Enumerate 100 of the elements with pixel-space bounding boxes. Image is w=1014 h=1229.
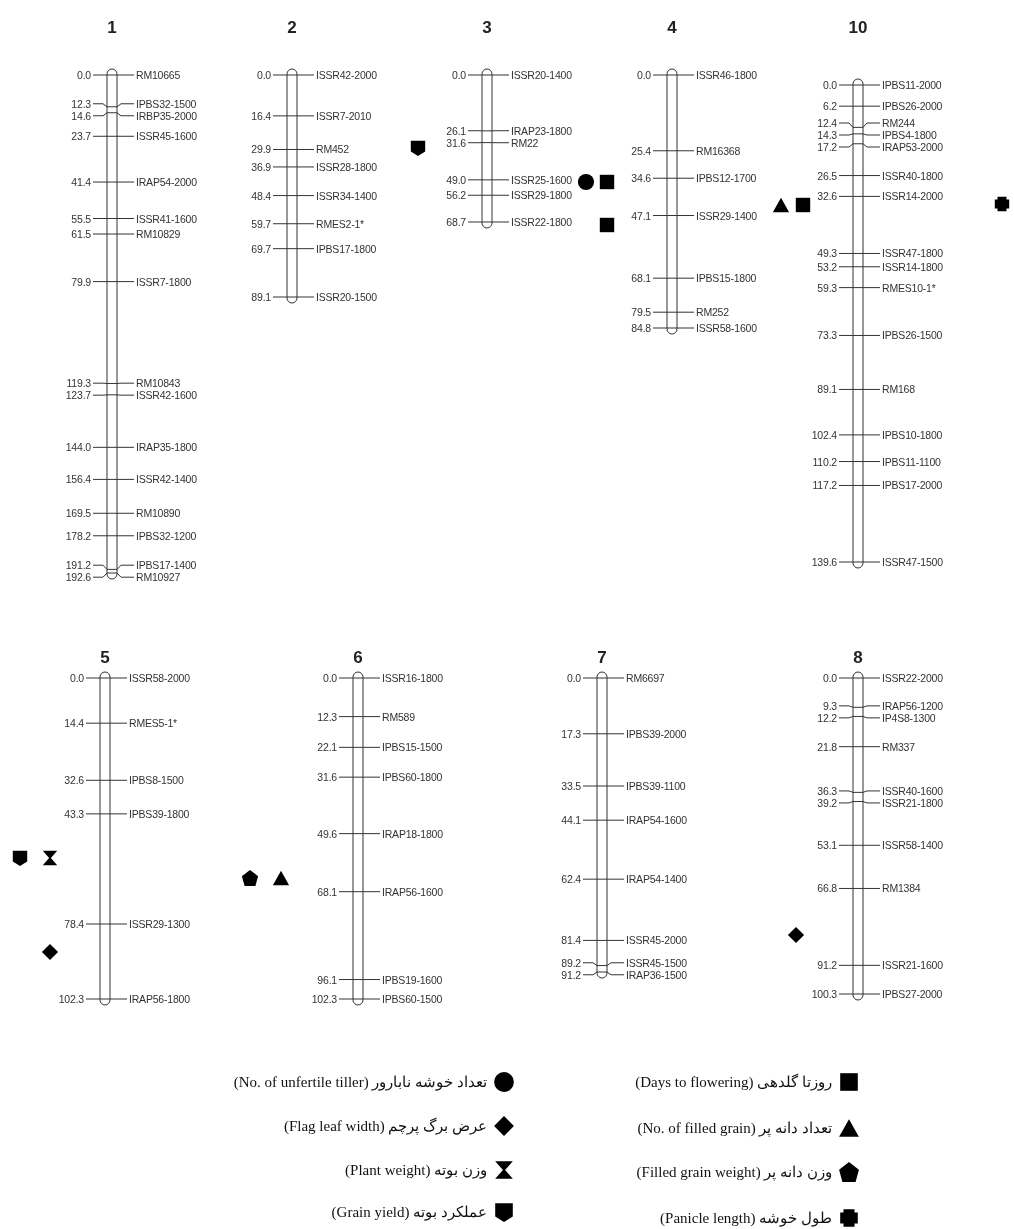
map-position: 23.7 bbox=[71, 130, 91, 143]
map-position: 36.3 bbox=[817, 784, 837, 797]
marker-name: RM10665 bbox=[136, 69, 181, 81]
map-position: 53.2 bbox=[817, 260, 837, 273]
map-position: 89.1 bbox=[251, 291, 271, 303]
marker-name: ISSR45-1500 bbox=[626, 956, 687, 969]
marker-name: ISSR46-1800 bbox=[696, 69, 757, 81]
marker-name: IPBS10-1800 bbox=[882, 428, 943, 441]
marker-name: RM10890 bbox=[136, 507, 181, 520]
marker-name: IPBS17-2000 bbox=[882, 479, 943, 492]
marker-name: IPBS60-1500 bbox=[382, 993, 443, 1005]
map-position: 119.3 bbox=[66, 377, 91, 390]
marker-name: IPBS15-1800 bbox=[696, 272, 757, 285]
map-position: 59.3 bbox=[817, 281, 837, 294]
marker-name: ISSR45-1600 bbox=[136, 130, 197, 143]
map-position: 14.4 bbox=[64, 717, 84, 730]
map-position: 0.0 bbox=[452, 69, 466, 81]
marker-name: ISSR45-2000 bbox=[626, 934, 687, 947]
marker-name: IPBS15-1500 bbox=[382, 741, 443, 754]
map-position: 89.2 bbox=[561, 956, 581, 969]
map-position: 78.4 bbox=[64, 918, 84, 930]
legend-text: تعداد دانه پر (No. of filled grain) bbox=[637, 1119, 832, 1137]
legend-text: طول خوشه (Panicle length) bbox=[660, 1209, 832, 1227]
marker-name: IRAP54-1600 bbox=[626, 814, 687, 827]
map-position: 16.4 bbox=[251, 109, 271, 122]
map-position: 0.0 bbox=[823, 79, 837, 91]
map-position: 14.3 bbox=[817, 129, 837, 141]
map-position: 6.2 bbox=[823, 100, 837, 113]
chromosome-number: 2 bbox=[287, 18, 297, 38]
marker-name: ISSR22-2000 bbox=[882, 672, 943, 684]
legend-text: تعداد خوشه نابارور (No. of unfertile tiller) bbox=[233, 1073, 487, 1091]
marker-name: ISSR21-1800 bbox=[882, 796, 943, 809]
map-position: 12.4 bbox=[817, 117, 837, 129]
marker-name: IPBS19-1600 bbox=[382, 973, 443, 986]
marker-name: RM6697 bbox=[626, 672, 665, 684]
marker-name: ISSR29-1300 bbox=[129, 918, 190, 930]
map-position: 0.0 bbox=[637, 69, 651, 81]
map-position: 62.4 bbox=[561, 873, 581, 886]
map-position: 47.1 bbox=[631, 209, 651, 222]
legend-text: وزن دانه پر (Filled grain weight) bbox=[636, 1163, 832, 1181]
marker-name: IRAP56-1800 bbox=[129, 993, 190, 1005]
marker-name: IPBS60-1800 bbox=[382, 771, 443, 784]
marker-name: IPBS17-1800 bbox=[316, 242, 377, 255]
marker-name: IPBS12-1700 bbox=[696, 172, 757, 185]
legend-text: وزن بوته (Plant weight) bbox=[345, 1161, 487, 1179]
marker-name: RM22 bbox=[511, 136, 539, 149]
marker-name: IPBS26-1500 bbox=[882, 329, 943, 342]
map-position: 49.0 bbox=[446, 173, 466, 186]
marker-name: RM10843 bbox=[136, 377, 181, 390]
map-position: 59.7 bbox=[251, 217, 271, 230]
chromosome-number: 8 bbox=[853, 648, 863, 668]
marker-name: IRAP56-1600 bbox=[382, 885, 443, 898]
map-position: 29.9 bbox=[251, 143, 271, 156]
map-position: 39.2 bbox=[817, 796, 837, 809]
chromosome-number: 5 bbox=[100, 648, 110, 668]
map-position: 21.8 bbox=[817, 740, 837, 753]
marker-name: IPBS39-2000 bbox=[626, 727, 687, 740]
map-position: 0.0 bbox=[70, 672, 84, 684]
marker-name: IPBS17-1400 bbox=[136, 559, 197, 572]
marker-name: ISSR42-1400 bbox=[136, 473, 197, 486]
marker-name: IPBS32-1500 bbox=[136, 97, 197, 110]
marker-name: RMES2-1* bbox=[316, 217, 364, 230]
chromosome-number: 1 bbox=[107, 18, 117, 38]
chromosome-number: 7 bbox=[597, 648, 607, 668]
marker-name: RM452 bbox=[316, 143, 349, 156]
map-position: 91.2 bbox=[561, 968, 581, 981]
map-position: 41.4 bbox=[71, 176, 91, 189]
marker-name: ISSR58-1400 bbox=[882, 839, 943, 852]
marker-name: IPBS4-1800 bbox=[882, 129, 937, 141]
map-position: 84.8 bbox=[631, 322, 651, 334]
map-position: 100.3 bbox=[811, 988, 837, 1000]
map-position: 102.4 bbox=[811, 428, 837, 441]
map-position: 117.2 bbox=[812, 479, 837, 492]
map-position: 56.2 bbox=[446, 189, 466, 202]
marker-name: ISSR40-1800 bbox=[882, 169, 943, 182]
marker-name: IRAP53-2000 bbox=[882, 141, 943, 153]
chromosome-number: 4 bbox=[667, 18, 677, 38]
marker-name: ISSR7-1800 bbox=[136, 275, 192, 288]
marker-name: ISSR47-1800 bbox=[882, 247, 943, 260]
map-position: 0.0 bbox=[77, 69, 91, 81]
map-position: 49.3 bbox=[817, 247, 837, 260]
map-position: 192.6 bbox=[65, 571, 91, 584]
marker-name: IPBS39-1800 bbox=[129, 807, 190, 820]
marker-name: RM252 bbox=[696, 306, 729, 319]
legend-text: عملکرد بوته (Grain yield) bbox=[331, 1203, 487, 1221]
map-position: 79.5 bbox=[631, 306, 651, 319]
map-position: 191.2 bbox=[65, 559, 91, 572]
map-position: 81.4 bbox=[561, 934, 581, 947]
marker-name: IRAP54-2000 bbox=[136, 176, 197, 189]
map-position: 14.6 bbox=[71, 109, 91, 122]
marker-name: ISSR58-2000 bbox=[129, 672, 190, 684]
marker-name: ISSR34-1400 bbox=[316, 189, 377, 202]
map-position: 12.2 bbox=[817, 711, 837, 724]
map-position: 22.1 bbox=[317, 741, 337, 754]
map-position: 31.6 bbox=[446, 136, 466, 149]
map-position: 26.1 bbox=[446, 124, 466, 137]
map-position: 68.1 bbox=[317, 885, 337, 898]
marker-name: IRAP36-1500 bbox=[626, 968, 687, 981]
marker-name: ISSR21-1600 bbox=[882, 959, 943, 972]
map-position: 169.5 bbox=[65, 507, 91, 520]
